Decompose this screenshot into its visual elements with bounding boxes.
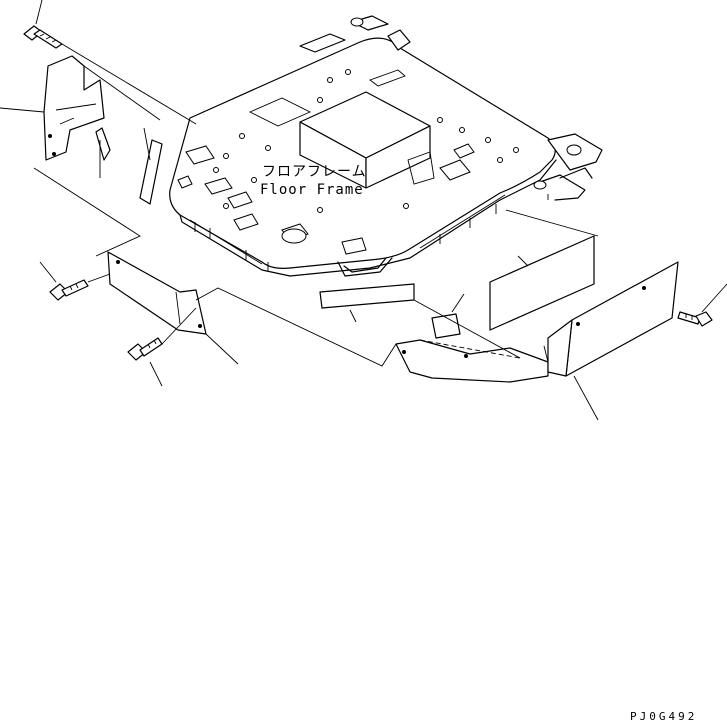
- small-pad: [431, 313, 461, 339]
- right-side-cover: [547, 261, 679, 377]
- bolt-left-lower: [127, 337, 163, 361]
- left-upper-panel: [43, 55, 111, 161]
- bolt-right: [677, 311, 713, 327]
- floor-frame-label-en: Floor Frame: [260, 182, 364, 198]
- left-lower-panel: [107, 251, 207, 335]
- leader-lines: [0, 0, 727, 421]
- bolt-left-middle: [49, 279, 89, 301]
- bolt-upper-left: [23, 25, 63, 49]
- floor-frame-label-jp: フロアフレーム: [262, 164, 367, 180]
- front-pad-strip: [319, 283, 415, 309]
- left-pad-strip: [139, 139, 163, 205]
- right-pad-large: [489, 235, 595, 331]
- drawing-code: PJ0G492: [630, 710, 697, 723]
- front-lower-cover: [395, 339, 549, 383]
- floor-frame: [169, 15, 603, 277]
